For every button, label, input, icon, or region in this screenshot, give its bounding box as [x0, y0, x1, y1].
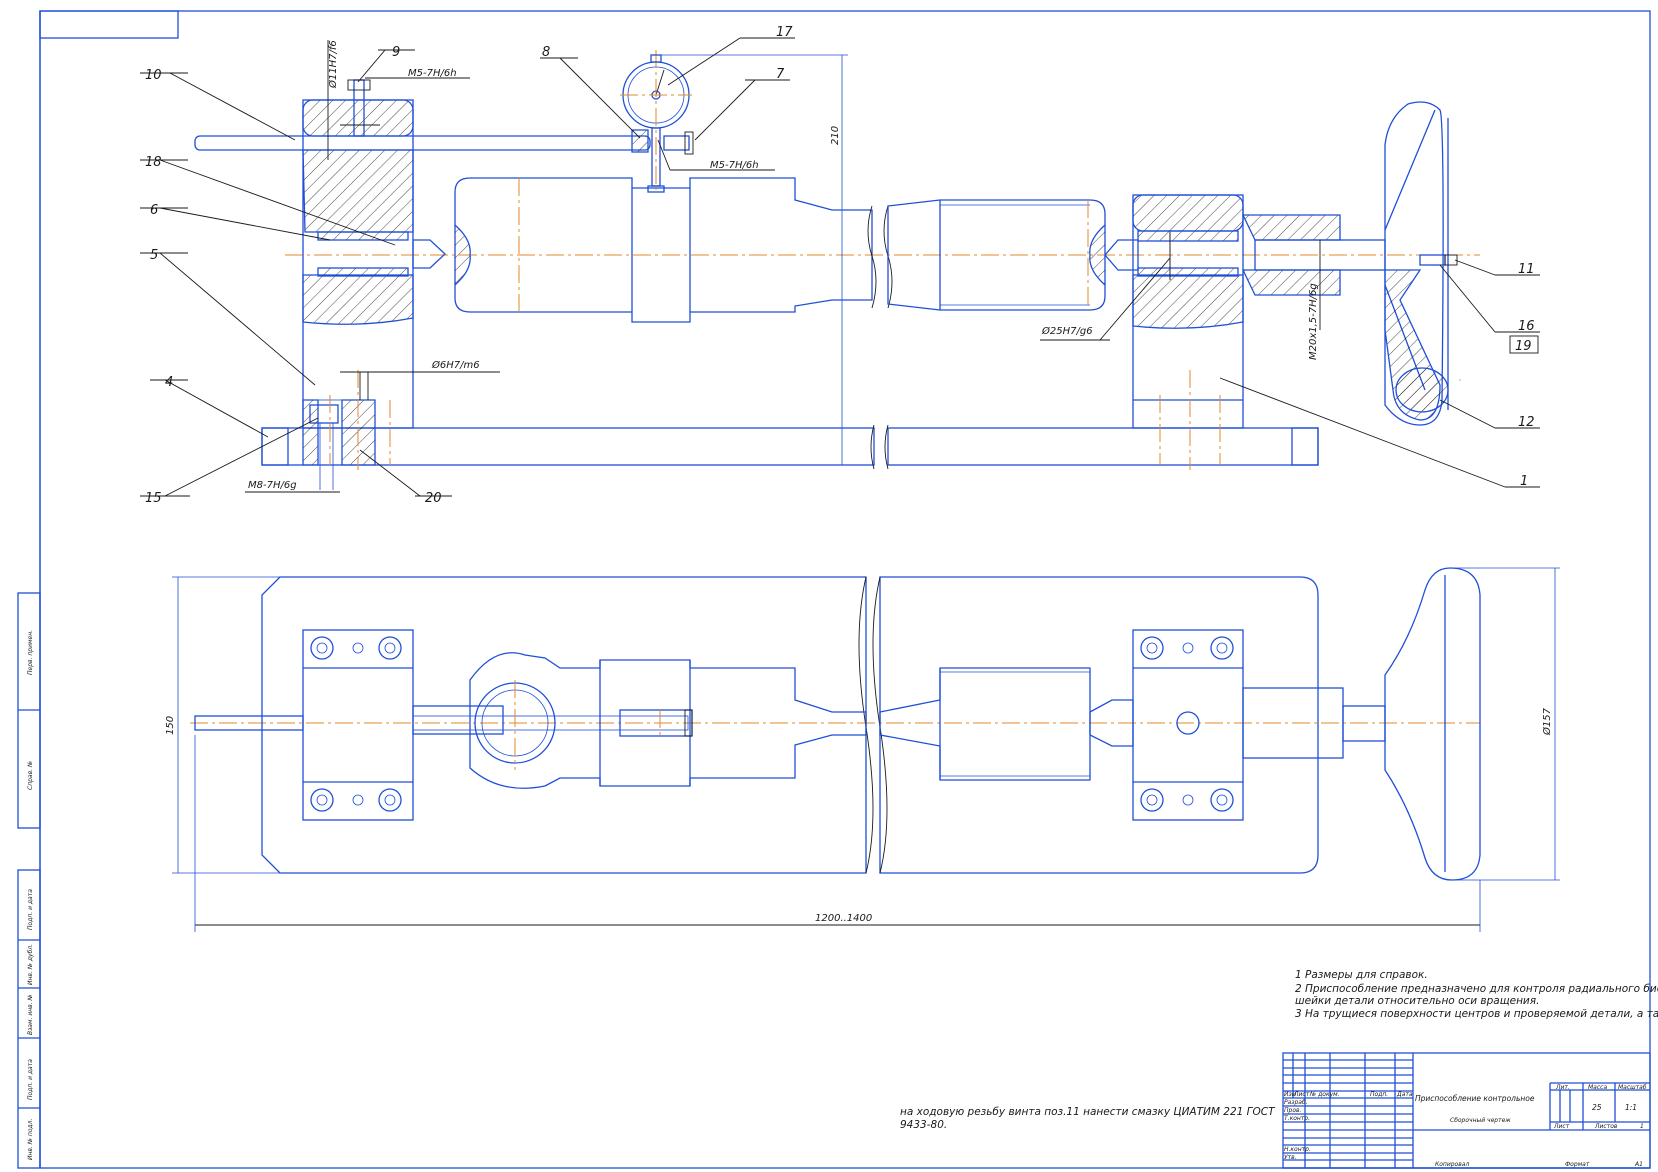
note-3b: на ходовую резьбу винта поз.11 нанести с… [900, 1106, 1276, 1118]
label-part-10: 10 [145, 68, 162, 83]
footer-copied: Копировал [1435, 1161, 1469, 1168]
dimension-lines [140, 37, 1560, 932]
stamp-sign-date-1: Подп. и дата [27, 889, 34, 930]
label-part-7: 7 [776, 67, 785, 82]
note-2b: шейки детали относительно оси вращения. [1295, 995, 1539, 1007]
dim-m20: M20x1,5-7H/6g [1308, 283, 1319, 360]
dim-157: Ø157 [1541, 707, 1553, 736]
note-3a: 3 На трущиеся поверхности центров и пров… [1295, 1008, 1658, 1020]
stamp-dup-inv: Инв. № дубл. [27, 944, 34, 985]
stamp-first-use: Перв. примен. [27, 630, 34, 675]
label-part-8: 8 [542, 45, 550, 60]
note-1: 1 Размеры для справок. [1295, 969, 1428, 981]
stamp-ref-no: Справ. № [27, 761, 34, 790]
label-part-20: 20 [425, 491, 442, 506]
label-part-9: 9 [392, 45, 400, 60]
tb-col-data: Дата [1396, 1091, 1413, 1098]
note-3c: 9433-80. [900, 1119, 947, 1131]
label-part-11: 11 [1518, 262, 1535, 277]
tb-col-izm: Изм [1284, 1091, 1297, 1098]
side-stamp: Перв. примен. Справ. № Подп. и дата Инв.… [17, 592, 41, 1169]
stamp-sign-date-2: Подп. и дата [27, 1059, 34, 1100]
front-view [194, 50, 1480, 490]
tb-row-nkontr: Н.контр. [1284, 1146, 1311, 1153]
dim-m5-top: M5-7H/6h [408, 68, 457, 79]
tb-col-list: Лист [1293, 1091, 1310, 1098]
dim-m8: M8-7H/6g [248, 480, 297, 491]
top-view [190, 567, 1481, 881]
technical-notes: 1 Размеры для справок. 2 Приспособление … [900, 969, 1658, 1131]
title-block: Изм Лист № докум. Подп. Дата Разраб. Про… [1282, 1052, 1651, 1169]
tb-row-tkontr: Т.контр. [1284, 1115, 1310, 1122]
tb-scale: Масштаб [1618, 1084, 1647, 1091]
dim-210: 210 [830, 126, 841, 145]
tb-sheets: Листов [1594, 1123, 1618, 1130]
tb-scale-value: 1:1 [1625, 1103, 1637, 1112]
tb-sheets-value: 1 [1640, 1123, 1644, 1130]
tb-lit: Лит. [1555, 1084, 1570, 1091]
label-part-17: 17 [776, 25, 793, 40]
dim-fit-11: Ø11H7/f6 [327, 40, 339, 89]
tb-mass: Масса [1588, 1084, 1607, 1091]
label-part-15: 15 [145, 491, 162, 506]
tb-title: Приспособление контрольное [1415, 1094, 1535, 1103]
dim-1200-1400: 1200..1400 [815, 913, 872, 924]
label-part-4: 4 [165, 375, 173, 390]
label-part-12: 12 [1518, 415, 1535, 430]
label-part-6: 6 [150, 203, 158, 218]
tb-row-prov: Пров. [1284, 1107, 1302, 1114]
footer-format-value: A1 [1634, 1161, 1643, 1168]
label-part-5: 5 [150, 248, 158, 263]
dim-m5-mid: M5-7H/6h [710, 160, 759, 171]
label-part-18: 18 [145, 155, 162, 170]
dim-fit-25: Ø25H7/g6 [1041, 325, 1093, 337]
note-2a: 2 Приспособление предназначено для контр… [1295, 983, 1658, 995]
stamp-replace-inv: Взам. инв. № [27, 994, 34, 1035]
label-part-19: 19 [1515, 339, 1532, 354]
footer-format: Формат [1565, 1161, 1590, 1168]
tb-col-podp: Подп. [1370, 1091, 1388, 1098]
dim-150: 150 [165, 716, 176, 735]
tb-col-ndoc: № докум. [1309, 1091, 1340, 1098]
stamp-orig-inv: Инв. № подл. [27, 1119, 34, 1160]
tb-mass-value: 25 [1592, 1103, 1602, 1112]
label-part-16: 16 [1518, 319, 1535, 334]
tb-row-razrab: Разраб. [1284, 1099, 1308, 1106]
tb-sheet: Лист [1553, 1123, 1570, 1130]
footer: Копировал Формат A1 [1435, 1161, 1643, 1168]
tb-row-utv: Утв. [1284, 1154, 1297, 1161]
part-labels: 10 18 6 5 4 15 20 9 8 17 7 11 16 19 12 1 [145, 25, 1535, 506]
dim-fit-6: Ø6H7/m6 [431, 359, 480, 371]
label-part-1: 1 [1520, 474, 1528, 489]
tb-subtitle: Сборочный чертеж [1450, 1117, 1511, 1124]
dimension-texts: Ø11H7/f6 M5-7H/6h M5-7H/6h 210 Ø25H7/g6 … [165, 40, 1553, 924]
